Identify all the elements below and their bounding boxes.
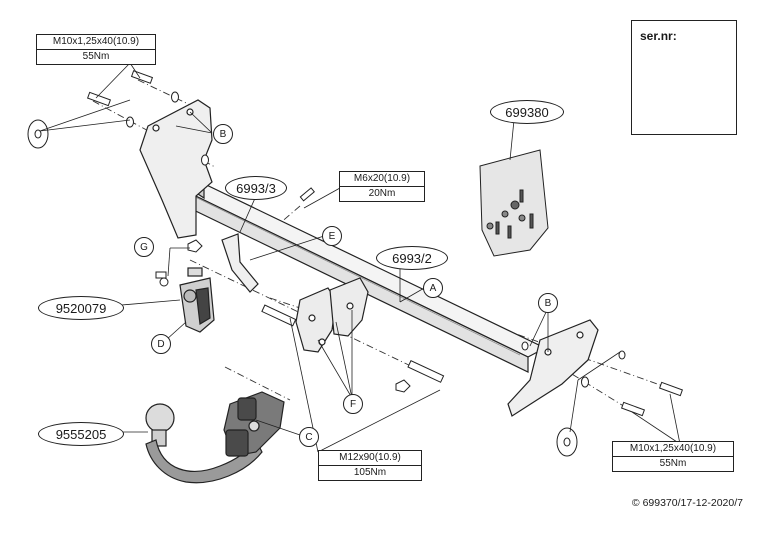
callout-b-right: B <box>538 293 558 313</box>
bolt-spec-top-left: M10x1,25x40(10.9) 55Nm <box>36 34 156 65</box>
serial-number-box: ser.nr: <box>631 20 737 135</box>
towball <box>145 391 285 484</box>
bolt-spec-text: M10x1,25x40(10.9) <box>613 442 733 457</box>
part-number-bracket: 6993/3 <box>225 176 287 200</box>
bolt-torque-text: 105Nm <box>353 467 387 478</box>
part-number-kit: 699380 <box>490 100 564 124</box>
part-number-towball: 9555205 <box>38 422 124 446</box>
socket-bracket <box>221 233 259 293</box>
serial-number-label: ser.nr: <box>640 29 677 43</box>
center-plates <box>295 277 369 353</box>
socket <box>179 267 215 333</box>
bolt-spec-text: M6x20(10.9) <box>340 172 424 187</box>
part-number-crossbar: 6993/2 <box>376 246 448 270</box>
leader-lines <box>39 62 681 453</box>
copyright-text: © 699370/17-12-2020/7 <box>631 497 743 509</box>
callout-a: A <box>423 278 443 298</box>
bolt-spec-bottom-center: M12x90(10.9) 105Nm <box>318 450 422 481</box>
callout-d: D <box>151 334 171 354</box>
bolt-spec-bottom-right: M10x1,25x40(10.9) 55Nm <box>612 441 734 472</box>
parts-kit-bag <box>479 149 549 257</box>
callout-g: G <box>134 237 154 257</box>
callout-f: F <box>343 394 363 414</box>
bolt-spec-text: M12x90(10.9) <box>319 451 421 466</box>
bolt-spec-middle: M6x20(10.9) 20Nm <box>339 171 425 202</box>
left-bracket <box>139 99 213 239</box>
callout-e: E <box>322 226 342 246</box>
bolt-torque-text: 55Nm <box>82 51 110 62</box>
bolt-torque-text: 20Nm <box>368 188 396 199</box>
bolt-torque-text: 55Nm <box>659 458 687 469</box>
callout-c: C <box>299 427 319 447</box>
callout-b-left: B <box>213 124 233 144</box>
fasteners <box>27 70 684 457</box>
bolt-spec-text: M10x1,25x40(10.9) <box>37 35 155 50</box>
part-number-socket: 9520079 <box>38 296 124 320</box>
